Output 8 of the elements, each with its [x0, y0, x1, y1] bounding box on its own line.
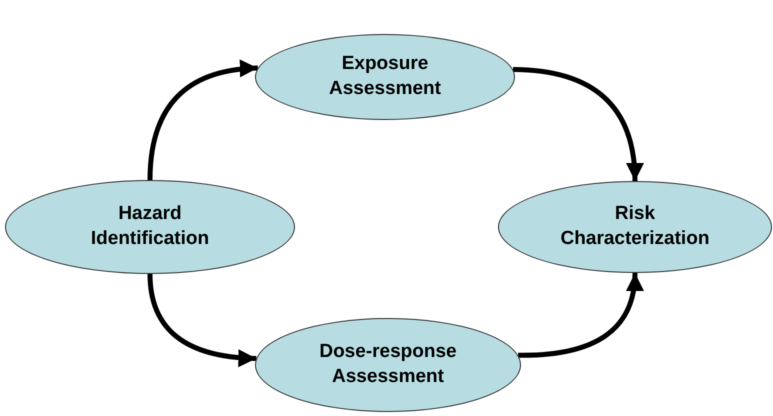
node-label: Hazard Identification	[90, 202, 210, 251]
arrow	[148, 60, 258, 180]
node-label: Dose-response Assessment	[318, 340, 458, 389]
arrow	[518, 272, 643, 358]
node-label: Exposure Assessment	[328, 52, 442, 101]
arrow	[148, 274, 256, 367]
arrow	[512, 67, 644, 182]
node-label: Risk Characterization	[560, 202, 710, 251]
